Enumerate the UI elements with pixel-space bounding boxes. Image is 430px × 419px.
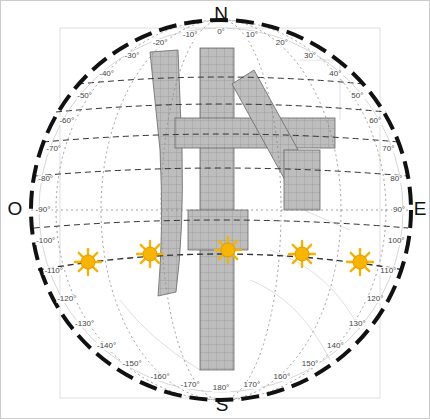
azimuth-label: 70° xyxy=(381,145,395,153)
sun-ray xyxy=(351,267,355,271)
sun-symbol xyxy=(353,255,367,269)
azimuth-label: -110° xyxy=(43,267,64,275)
azimuth-label: 180° xyxy=(212,384,231,392)
sun-ray xyxy=(367,261,373,263)
sun-symbol xyxy=(295,247,309,261)
sun-ray xyxy=(141,245,145,249)
sun-ray xyxy=(307,245,311,249)
azimuth-label: -50° xyxy=(76,92,93,100)
sun-ray xyxy=(75,261,81,263)
sun-ray xyxy=(359,249,361,255)
sun-ray xyxy=(219,255,223,259)
azimuth-label: 0° xyxy=(216,28,226,36)
sun-ray xyxy=(227,257,229,263)
azimuth-label: -60° xyxy=(58,117,75,125)
sun-ray xyxy=(93,267,97,271)
sun-ray xyxy=(157,253,163,255)
cardinal-letter: E xyxy=(414,199,427,218)
azimuth-label: -150° xyxy=(121,360,142,368)
azimuth-label: 10° xyxy=(245,31,259,39)
cardinal-letter: S xyxy=(216,395,229,414)
sun-ray xyxy=(351,253,355,257)
sun-ray xyxy=(301,261,303,267)
azimuth-label: -120° xyxy=(56,295,77,303)
azimuth-label: 90° xyxy=(392,206,406,214)
sun-symbol xyxy=(221,243,235,257)
cardinal-letter: N xyxy=(214,4,228,23)
sun-symbol xyxy=(143,247,157,261)
sun-ray xyxy=(301,241,303,247)
sun-ray xyxy=(309,253,315,255)
azimuth-label: 50° xyxy=(350,92,364,100)
sun-symbol xyxy=(81,255,95,269)
sun-ray xyxy=(233,255,237,259)
sun-ray xyxy=(347,261,353,263)
azimuth-label: 160° xyxy=(273,373,292,381)
sun-ray xyxy=(235,249,241,251)
azimuth-label: 60° xyxy=(368,117,382,125)
azimuth-label: 150° xyxy=(301,360,320,368)
azimuth-label: 110° xyxy=(379,267,397,275)
sun-ray xyxy=(155,245,159,249)
azimuth-label: -160° xyxy=(149,373,170,381)
cardinal-letter: O xyxy=(8,199,23,218)
sun-ray xyxy=(293,259,297,263)
sun-ray xyxy=(149,241,151,247)
azimuth-label: 140° xyxy=(326,342,345,350)
azimuth-label: -130° xyxy=(74,320,95,328)
azimuth-label: 40° xyxy=(328,70,342,78)
sun-ray xyxy=(93,253,97,257)
sun-ray xyxy=(365,253,369,257)
azimuth-label: 170° xyxy=(243,381,262,389)
azimuth-label: -10° xyxy=(182,31,199,39)
sun-ray xyxy=(79,267,83,271)
sun-ray xyxy=(155,259,159,263)
azimuth-label: 30° xyxy=(303,52,317,60)
azimuth-label: -40° xyxy=(98,70,115,78)
sun-ray xyxy=(293,245,297,249)
sun-ray xyxy=(233,241,237,245)
azimuth-label: -80° xyxy=(37,175,54,183)
sun-ray xyxy=(95,261,101,263)
sun-ray xyxy=(87,269,89,275)
azimuth-label: 80° xyxy=(389,175,403,183)
azimuth-label: -30° xyxy=(124,52,141,60)
sun-ray xyxy=(307,259,311,263)
azimuth-label: 130° xyxy=(348,320,367,328)
sun-ray xyxy=(137,253,143,255)
sun-ray xyxy=(227,237,229,243)
azimuth-label: -100° xyxy=(35,237,56,245)
sun-ray xyxy=(149,261,151,267)
azimuth-label: -90° xyxy=(35,206,52,214)
azimuth-label: 100° xyxy=(387,237,406,245)
azimuth-label: 120° xyxy=(366,295,385,303)
sun-ray xyxy=(365,267,369,271)
azimuth-label: -20° xyxy=(152,39,169,47)
sun-ray xyxy=(215,249,221,251)
azimuth-label: 20° xyxy=(275,39,289,47)
azimuth-label: -70° xyxy=(45,145,62,153)
sun-ray xyxy=(359,269,361,275)
sun-ray xyxy=(141,259,145,263)
sun-ray xyxy=(79,253,83,257)
sun-ray xyxy=(289,253,295,255)
sun-ray xyxy=(87,249,89,255)
sun-ray xyxy=(219,241,223,245)
azimuth-label: -170° xyxy=(179,381,200,389)
azimuth-label: -140° xyxy=(96,342,117,350)
